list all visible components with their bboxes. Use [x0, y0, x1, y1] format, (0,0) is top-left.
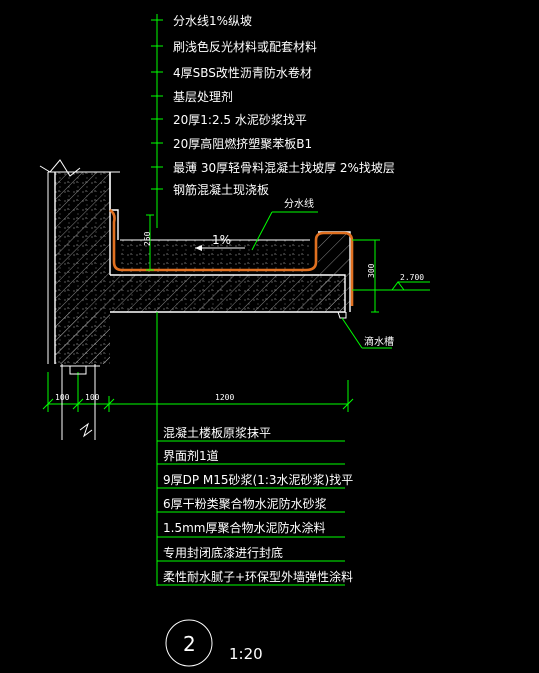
dim-1200: 1200 [48, 380, 354, 412]
dim-1200-label: 1200 [215, 393, 234, 402]
bottom-layer-2: 界面剂1道 [163, 448, 219, 463]
top-layer-7: 最薄 30厚轻骨料混凝土找坡厚 2%找坡层 [173, 160, 395, 175]
dim-100-pair: 100 100 [42, 372, 100, 412]
top-layer-6: 20厚高阻燃挤塑聚苯板B1 [173, 136, 312, 151]
top-layer-2: 刷浅色反光材料或配套材料 [173, 40, 317, 54]
divider-line-label: 分水线 [284, 197, 314, 210]
bottom-leader-rules [157, 440, 345, 586]
elevation-label: 2.700 [400, 273, 424, 282]
drip-groove-leader: 滴水槽 [341, 317, 394, 349]
top-layer-3: 4厚SBS改性沥青防水卷材 [173, 65, 312, 80]
detail-number: 2 [183, 632, 196, 656]
dim-250: 250 [143, 214, 154, 271]
bottom-layer-list: 混凝土楼板原浆抹平 界面剂1道 9厚DP M15砂浆(1:3水泥砂浆)找平 6厚… [163, 425, 353, 584]
dim-300: 300 [352, 239, 380, 313]
divider-leader: 分水线 [251, 197, 318, 251]
slope-layer [120, 239, 310, 272]
slope-label: 1% [212, 233, 231, 247]
bottom-layer-4: 6厚干粉类聚合物水泥防水砂浆 [163, 496, 327, 511]
bottom-layer-7: 柔性耐水腻子+环保型外墙弹性涂料 [163, 569, 353, 584]
drip-groove-label: 滴水槽 [364, 335, 394, 348]
top-layer-8: 钢筋混凝土现浇板 [173, 182, 269, 197]
slab-upstand [318, 231, 351, 312]
dim-250-label: 250 [143, 231, 152, 246]
slope-indicator: 1% [195, 233, 245, 251]
detail-title: 2 1:20 [165, 619, 263, 667]
waterproof-membrane [109, 208, 354, 306]
top-layer-1: 分水线1%纵坡 [173, 14, 252, 28]
top-layer-list: 分水线1%纵坡 刷浅色反光材料或配套材料 4厚SBS改性沥青防水卷材 基层处理剂… [173, 14, 395, 197]
parapet-cap [109, 172, 119, 240]
wall-base-detail [60, 364, 100, 440]
concrete-slab [55, 274, 346, 364]
top-layer-5: 20厚1:2.5 水泥砂浆找平 [173, 112, 307, 127]
drip-groove-notch [337, 311, 347, 319]
detail-number-circle [165, 619, 213, 667]
bottom-layer-3: 9厚DP M15砂浆(1:3水泥砂浆)找平 [163, 472, 353, 487]
elevation-marker: 2.700 [352, 273, 430, 291]
bottom-layer-1: 混凝土楼板原浆抹平 [163, 425, 271, 440]
dim-300-label: 300 [367, 263, 376, 278]
detail-scale: 1:20 [229, 645, 263, 663]
top-layer-4: 基层处理剂 [173, 89, 233, 104]
bottom-layer-5: 1.5mm厚聚合物水泥防水涂料 [163, 520, 325, 535]
dim-100-b-label: 100 [85, 393, 100, 402]
layer-leader-ticks [151, 19, 163, 190]
bottom-layer-6: 专用封闭底漆进行封底 [163, 545, 283, 560]
